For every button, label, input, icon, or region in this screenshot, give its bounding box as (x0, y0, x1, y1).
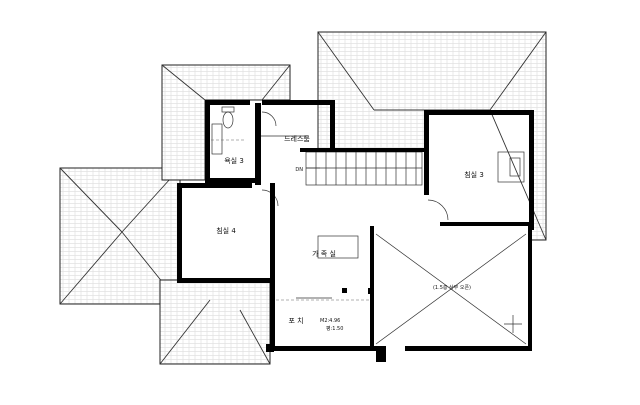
room-label-dressroom: 드레스룸 (284, 134, 310, 143)
stair-dn-label: DN (295, 167, 303, 173)
room-label-porch: 포 치 (288, 316, 303, 325)
walls (177, 100, 534, 362)
room-label-family-room: 가 족 실 (312, 249, 336, 258)
porch-area-m2: M2:4.96 (320, 318, 340, 324)
roof-top-right (317, 31, 547, 241)
porch-area-pyeong: 평:1.50 (326, 325, 343, 332)
roof-bottom-left (159, 279, 271, 365)
room-label-bedroom-3: 침실 3 (464, 170, 484, 179)
room-label-bedroom-4: 침실 4 (216, 226, 236, 235)
interior-details (206, 106, 527, 345)
void-note: (1.5층 상부 오픈) (433, 284, 471, 291)
room-label-bathroom-3: 욕실 3 (224, 156, 244, 165)
